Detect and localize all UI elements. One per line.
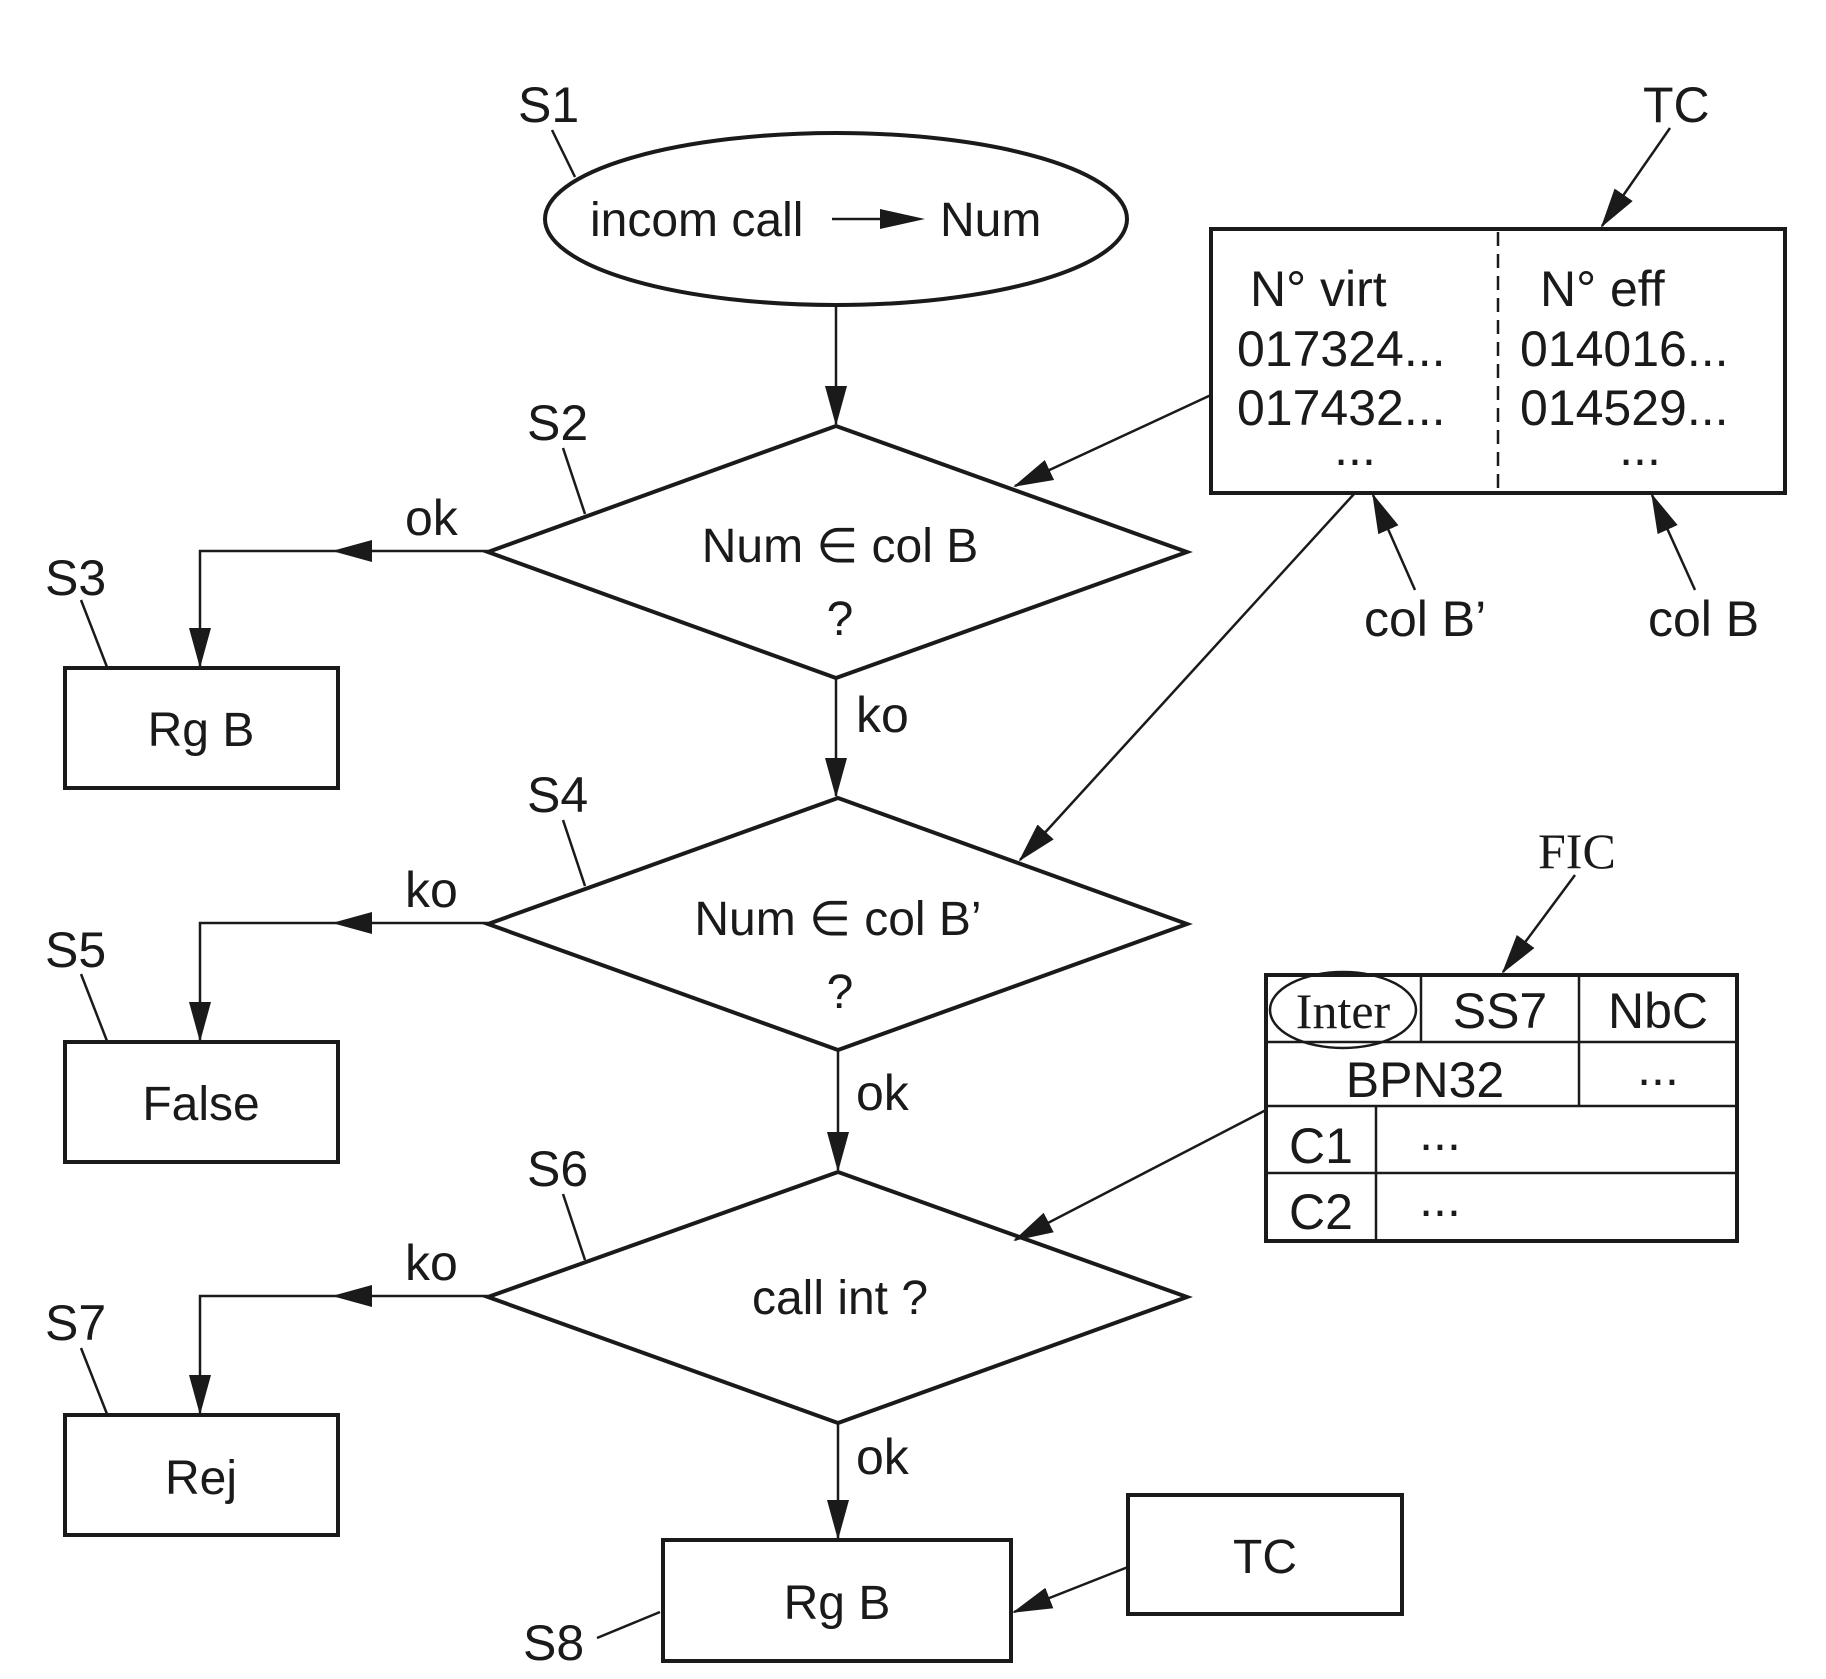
arrow-s4-s5 xyxy=(189,921,488,1042)
fic-c1-value: ... xyxy=(1419,1105,1461,1161)
fic-row2-ellipsis: ... xyxy=(1637,1040,1679,1096)
step-s1-start: incom call Num xyxy=(543,131,1129,307)
ref-label-fic: FIC xyxy=(1538,823,1616,879)
label-col-b-prime: col B’ xyxy=(1364,591,1486,647)
s1-text-right: Num xyxy=(940,194,1041,247)
s6-condition: call int ? xyxy=(752,1272,928,1325)
tc-box: TC xyxy=(1126,1493,1404,1616)
arrowhead-icon xyxy=(332,540,372,562)
edge-label-s6-ko: ko xyxy=(405,1235,458,1291)
process-box-s8 xyxy=(661,1538,1013,1663)
tc-col2-row2: 014529... xyxy=(1520,380,1729,436)
leader-s7 xyxy=(79,1347,109,1415)
leader-s8 xyxy=(596,1610,661,1640)
ref-label-s1: S1 xyxy=(518,77,579,133)
ref-label-s5: S5 xyxy=(45,922,106,978)
tc-col1-ellipsis: ... xyxy=(1334,420,1376,476)
pointer-col-b xyxy=(1650,493,1697,591)
arrow-right-icon xyxy=(832,209,925,229)
tc-table: N° virt 017324... 017432... ... N° eff 0… xyxy=(1209,227,1787,495)
step-s3-box: Rg B xyxy=(63,666,340,790)
ref-label-tc: TC xyxy=(1643,77,1710,133)
s2-question-mark: ? xyxy=(827,593,854,646)
tc-box-rect xyxy=(1126,1493,1404,1616)
process-box-s5 xyxy=(63,1040,340,1164)
fic-c2-value: ... xyxy=(1419,1171,1461,1227)
s2-condition: Num ∈ col B xyxy=(702,520,979,573)
leader-s3 xyxy=(79,599,109,668)
step-s5-box: False xyxy=(63,1040,340,1164)
arrow-tc-to-s2 xyxy=(1013,393,1212,488)
arrow-s2-s3 xyxy=(189,549,488,668)
fic-header-ss7: SS7 xyxy=(1453,983,1548,1039)
ref-label-s2: S2 xyxy=(527,395,588,451)
arrow-tc-to-s8 xyxy=(1012,1565,1129,1614)
step-s8-box: Rg B xyxy=(661,1538,1013,1663)
ref-label-s3: S3 xyxy=(45,550,106,606)
process-box-s3 xyxy=(63,666,340,790)
ref-label-s4: S4 xyxy=(527,767,588,823)
tc-col2-ellipsis: ... xyxy=(1619,420,1661,476)
leader-s2 xyxy=(561,447,587,515)
leader-s5 xyxy=(79,973,109,1042)
leader-s4 xyxy=(561,819,587,887)
tc-table-frame xyxy=(1209,227,1787,495)
fic-bpn32: BPN32 xyxy=(1346,1052,1504,1108)
tc-col1-row1: 017324... xyxy=(1237,321,1446,377)
step-s6-decision: call int ? xyxy=(482,1169,1193,1426)
fic-table: Inter SS7 NbC BPN32 ... C1 ... C2 ... xyxy=(1264,970,1739,1243)
process-box-s7 xyxy=(63,1413,340,1537)
edge-label-s4-ko: ko xyxy=(405,862,458,918)
leader-s6 xyxy=(561,1193,587,1261)
tc-col2-row1: 014016... xyxy=(1520,321,1729,377)
arrowhead-icon xyxy=(332,912,372,934)
arrow-fic-to-s6 xyxy=(1013,1108,1267,1242)
s4-question-mark: ? xyxy=(827,966,854,1019)
s5-text: False xyxy=(142,1078,259,1131)
label-col-b: col B xyxy=(1648,591,1759,647)
fic-header-inter: Inter xyxy=(1296,983,1391,1039)
arrow-tc-to-s4 xyxy=(1018,493,1355,862)
edge-label-s2-ok: ok xyxy=(405,490,459,546)
arrow-s6-s7 xyxy=(189,1294,488,1415)
s8-text: Rg B xyxy=(784,1577,891,1630)
edge-label-s2-ko: ko xyxy=(856,687,909,743)
tc-col2-header: N° eff xyxy=(1540,261,1665,317)
s4-condition: Num ∈ col B’ xyxy=(694,893,981,946)
s7-text: Rej xyxy=(165,1452,237,1505)
highlight-circle-icon xyxy=(1268,970,1418,1050)
edge-label-s4-ok: ok xyxy=(856,1065,910,1121)
leader-s1 xyxy=(550,129,577,178)
fic-table-frame xyxy=(1264,973,1739,1243)
arrowhead-icon xyxy=(332,1285,372,1307)
fic-c1-key: C1 xyxy=(1289,1118,1353,1174)
fic-c2-key: C2 xyxy=(1289,1184,1353,1240)
fic-header-nbc: NbC xyxy=(1608,983,1708,1039)
step-s4-decision: Num ∈ col B’ ? xyxy=(482,795,1193,1053)
edge-label-s6-ok: ok xyxy=(856,1429,910,1485)
tc-box-text: TC xyxy=(1233,1531,1297,1584)
step-s2-decision: Num ∈ col B ? xyxy=(482,423,1193,681)
tc-col1-header: N° virt xyxy=(1250,261,1387,317)
s1-text-left: incom call xyxy=(590,194,803,247)
ref-label-s7: S7 xyxy=(45,1295,106,1351)
ref-label-s6: S6 xyxy=(527,1141,588,1197)
tc-col1-row2: 017432... xyxy=(1237,380,1446,436)
step-s7-box: Rej xyxy=(63,1413,340,1537)
leader-fic xyxy=(1501,874,1577,974)
leader-tc xyxy=(1600,127,1672,228)
pointer-col-b-prime xyxy=(1371,493,1417,591)
ref-label-s8: S8 xyxy=(523,1615,584,1671)
s3-text: Rg B xyxy=(148,704,255,757)
